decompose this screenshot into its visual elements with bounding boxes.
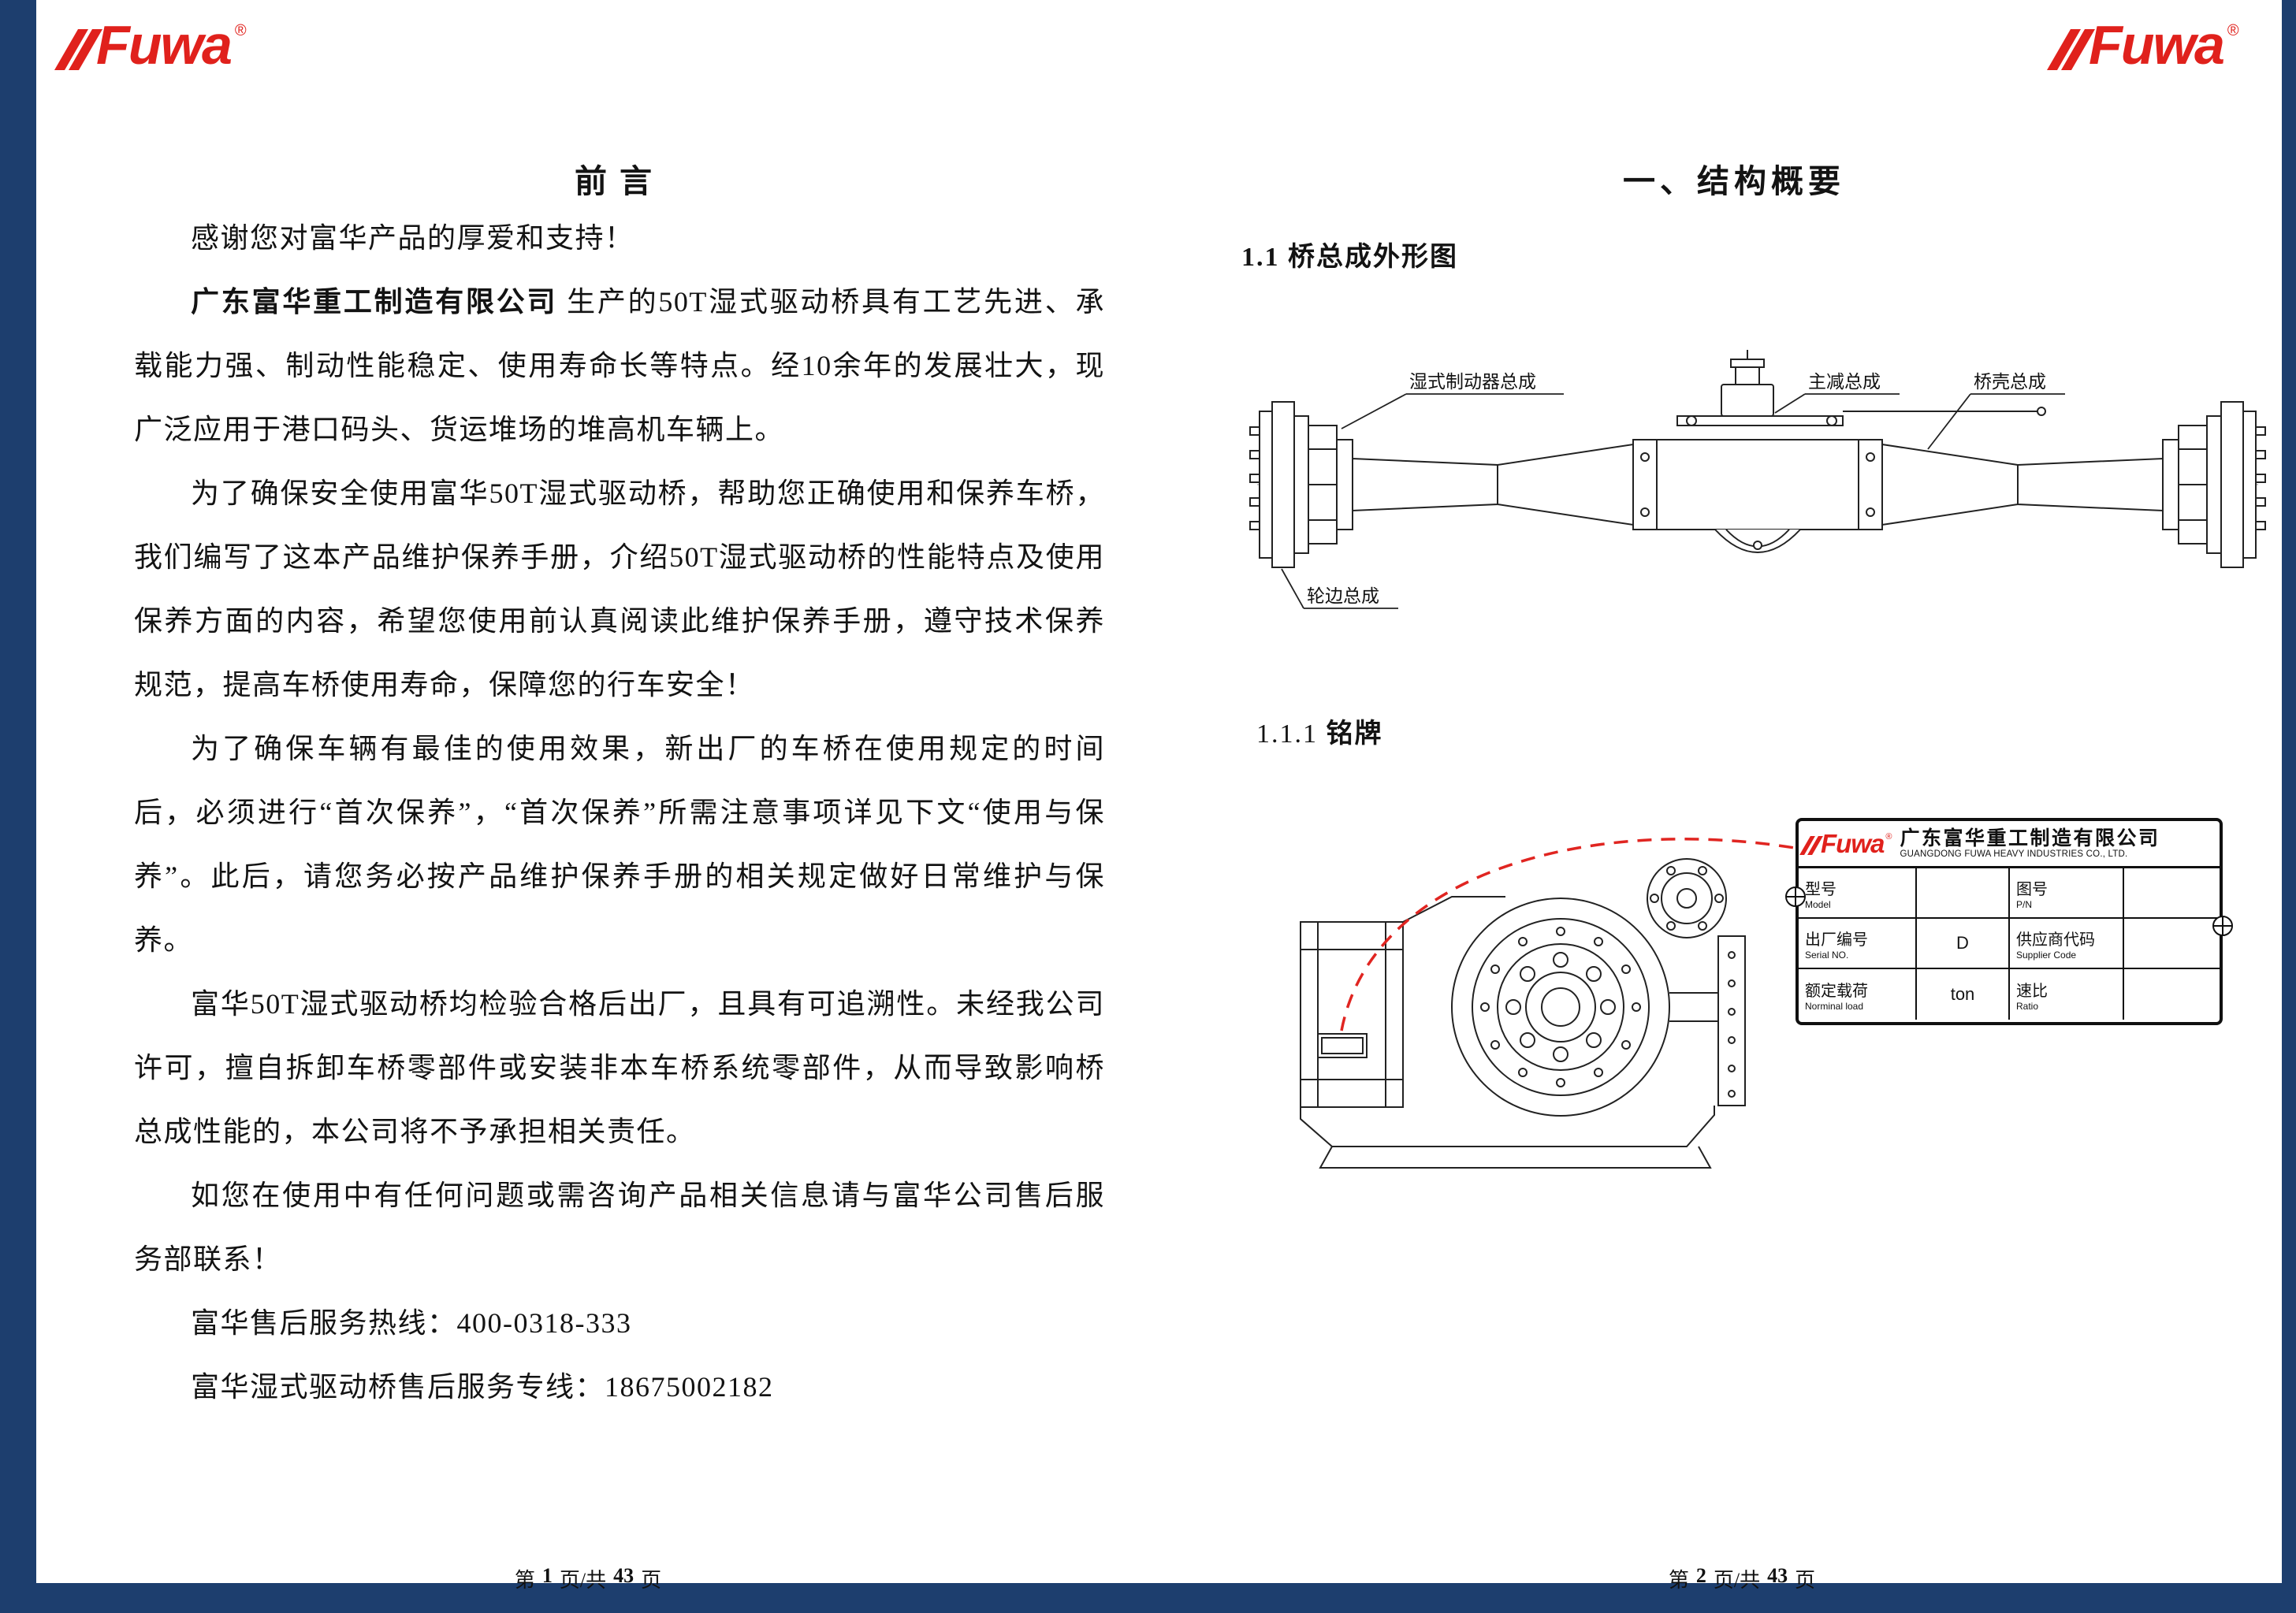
- field-model-value: [1917, 868, 2010, 919]
- nameplate: Fuwa ® 广东富华重工制造有限公司 GUANGDONG FUWA HEAVY…: [1795, 818, 2223, 1025]
- company-name-en: GUANGDONG FUWA HEAVY INDUSTRIES CO., LTD…: [1900, 849, 2128, 859]
- field-label-cn: 额定载荷: [1805, 982, 1868, 1000]
- label-axle-housing-assembly: 桥壳总成: [1974, 371, 2046, 392]
- preface-title: 前言: [575, 163, 664, 199]
- field-serial-value: D: [1917, 919, 2010, 969]
- footer-text: 第: [514, 1569, 535, 1592]
- input-gear-housing: [1647, 858, 1727, 938]
- registered-mark: ®: [2227, 22, 2239, 39]
- preface-paragraph: 感谢您对富华产品的厚爱和支持！: [191, 222, 634, 254]
- field-label-en: Ratio: [2016, 1000, 2039, 1012]
- registration-cross-icon: [2212, 916, 2233, 936]
- right-mount-plate: [1669, 935, 1746, 1106]
- preface-paragraph: 为了确保车辆有最佳的使用效果，新出厂的车桥在使用规定的时间后，必须进行“首次保养…: [134, 733, 1105, 956]
- logo-wordmark: Fuwa: [2089, 14, 2225, 76]
- section-number: 1.1: [1241, 243, 1280, 272]
- axle-assembly-outline-diagram: 湿式制动器总成 主减总成 桥壳总成 轮边总成: [1249, 350, 2266, 609]
- preface-body: 感谢您对富华产品的厚爱和支持！ 广东富华重工制造有限公司 生产的50T湿式驱动桥…: [134, 206, 1105, 1419]
- field-label-en: Supplier Code: [2016, 949, 2077, 961]
- page-footer-left: 第 1 页/共 43 页: [102, 1564, 1074, 1593]
- page-border-bottom: [0, 1583, 2296, 1613]
- registered-mark: ®: [234, 22, 247, 39]
- footer-text: 页/共: [1713, 1569, 1761, 1592]
- company-name-cn: 广东富华重工制造有限公司: [1900, 827, 2160, 850]
- axle-tube-left: [1352, 443, 1634, 526]
- fuwa-logo-right: Fuwa ®: [2046, 14, 2239, 76]
- nameplate-fuwa-logo: Fuwa ®: [1799, 828, 1892, 858]
- footer-text: 页: [1795, 1569, 1816, 1592]
- nameplate-header: Fuwa ® 广东富华重工制造有限公司 GUANGDONG FUWA HEAVY…: [1799, 821, 2220, 868]
- total-pages: 43: [613, 1564, 634, 1587]
- preface-paragraph: 如您在使用中有任何问题或需咨询产品相关信息请与富华公司售后服务部联系！: [134, 1180, 1105, 1275]
- registration-cross-icon: [1785, 886, 1806, 907]
- nameplate-company: 广东富华重工制造有限公司 GUANGDONG FUWA HEAVY INDUST…: [1900, 827, 2160, 859]
- page-number: 2: [1695, 1564, 1706, 1587]
- field-label-en: Norminal load: [1805, 1000, 1864, 1012]
- callout-leader-lines: [1281, 393, 2065, 609]
- field-ratio-value: [2124, 969, 2220, 1020]
- section-number: 1.1.1: [1256, 719, 1318, 749]
- field-label-en: Model: [1805, 898, 1831, 910]
- field-label-en: Serial NO.: [1805, 949, 1849, 961]
- label-main-reducer-assembly: 主减总成: [1808, 371, 1881, 392]
- section-1-1-1-heading: 1.1.1 铭牌: [1256, 712, 1383, 750]
- page-border-right: [2282, 0, 2296, 1613]
- company-name-bold: 广东富华重工制造有限公司: [191, 286, 558, 318]
- field-nominal-load-unit: ton: [1917, 969, 2010, 1020]
- center-housing: [1632, 439, 1883, 553]
- field-label-cn: 供应商代码: [2016, 931, 2095, 949]
- field-label-cn: 速比: [2016, 982, 2048, 1000]
- logo-wordmark: Fuwa: [96, 14, 233, 76]
- nameplate-grid: 型号 Model 图号 P/N 出厂编号 Serial NO. D 供应商代码 …: [1799, 868, 2220, 1020]
- chapter-title: 一、结构概要: [1623, 163, 1845, 199]
- field-label-en: P/N: [2016, 898, 2033, 910]
- footer-text: 第: [1668, 1569, 1689, 1592]
- section-title: 桥总成外形图: [1288, 243, 1458, 272]
- nameplate-location: [1317, 1033, 1368, 1058]
- footer-text: 页: [641, 1569, 662, 1592]
- nameplate-callout-curve: [1340, 838, 1795, 1031]
- footer-text: 页/共: [559, 1569, 607, 1592]
- field-label-cn: 图号: [2016, 880, 2048, 898]
- label-wheel-end-assembly: 轮边总成: [1307, 585, 1379, 606]
- page-footer-right: 第 2 页/共 43 页: [1249, 1564, 2235, 1593]
- field-label-cn: 出厂编号: [1805, 931, 1868, 949]
- preface-paragraph: 广东富华重工制造有限公司 生产的50T湿式驱动桥具有工艺先进、承载能力强、制动性…: [134, 270, 1105, 462]
- page-number: 1: [541, 1564, 553, 1587]
- section-1-1-heading: 1.1 桥总成外形图: [1241, 235, 1458, 273]
- axle-housing-diagram: [1300, 838, 1795, 1169]
- field-supplier-code-value: [2124, 919, 2220, 969]
- total-pages: 43: [1767, 1564, 1788, 1587]
- right-wheel-end: [2162, 401, 2266, 568]
- section-title: 铭牌: [1326, 719, 1383, 749]
- field-ratio: 速比 Ratio: [2010, 969, 2124, 1020]
- field-label-cn: 型号: [1805, 880, 1836, 898]
- field-pn: 图号 P/N: [2010, 868, 2124, 919]
- page-border-left: [0, 0, 36, 1613]
- hub-face: [1451, 898, 1670, 1117]
- housing-outline: [1300, 896, 1715, 1169]
- paragraph-text: 生产的50T湿式驱动桥具有工艺先进、承载能力强、制动性能稳定、使用寿命长等特点。…: [134, 286, 1105, 445]
- logo-wordmark: Fuwa: [1821, 828, 1885, 858]
- field-supplier-code: 供应商代码 Supplier Code: [2010, 919, 2124, 969]
- field-model: 型号 Model: [1799, 868, 1917, 919]
- service-hotline: 富华售后服务热线：400-0318-333: [191, 1307, 632, 1339]
- main-reducer-input: [1676, 350, 2046, 426]
- left-wheel-end: [1249, 401, 1353, 568]
- field-pn-value: [2124, 868, 2220, 919]
- label-wet-brake-assembly: 湿式制动器总成: [1409, 371, 1536, 392]
- preface-paragraph: 富华50T湿式驱动桥均检验合格后出厂，且具有可追溯性。未经我公司许可，擅自拆卸车…: [134, 988, 1105, 1147]
- field-nominal-load: 额定载荷 Norminal load: [1799, 969, 1917, 1020]
- fuwa-logo-left: Fuwa ®: [54, 14, 247, 76]
- service-line-wet-axle: 富华湿式驱动桥售后服务专线：18675002182: [191, 1371, 774, 1403]
- field-serial: 出厂编号 Serial NO.: [1799, 919, 1917, 969]
- preface-paragraph: 为了确保安全使用富华50T湿式驱动桥，帮助您正确使用和保养车桥，我们编写了这本产…: [134, 478, 1105, 701]
- registered-mark: ®: [1885, 831, 1892, 842]
- axle-tube-right: [1881, 443, 2164, 526]
